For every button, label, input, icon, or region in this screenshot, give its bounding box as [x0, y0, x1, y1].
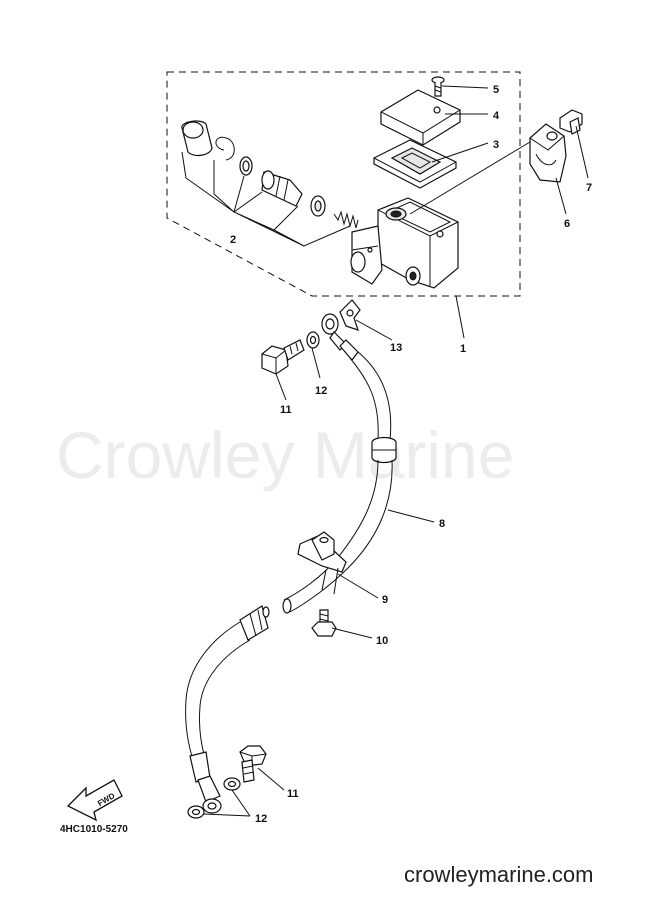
callout-3: 3: [493, 139, 499, 151]
part-11-banjo-bolt-lower[interactable]: [239, 745, 267, 783]
callout-10: 10: [376, 635, 388, 647]
callout-13: 13: [390, 342, 402, 354]
callout-9: 9: [382, 594, 388, 606]
callout-11-lower: 11: [287, 788, 299, 800]
part-13-clip[interactable]: [339, 299, 361, 331]
assembly-boundary: [166, 71, 521, 297]
part-3-diaphragm[interactable]: [373, 139, 457, 189]
callout-4: 4: [493, 110, 500, 122]
part-2-piston-kit[interactable]: [181, 120, 359, 247]
callout-6: 6: [564, 218, 570, 230]
part-6-holder[interactable]: [529, 123, 567, 183]
fwd-arrow-icon: FWD: [66, 779, 123, 822]
part-5-screw[interactable]: [431, 76, 445, 97]
website-text: crowleymarine.com: [404, 862, 594, 887]
part-12-washer-lower-2[interactable]: [187, 805, 205, 819]
part-7-bolt[interactable]: [559, 109, 583, 135]
part-code: 4HC1010-5270: [60, 824, 128, 835]
callout-12-lower: 12: [255, 813, 267, 825]
part-12-washer-lower-1[interactable]: [223, 777, 241, 791]
leader-lines: [203, 85, 589, 817]
part-4-reservoir-cap[interactable]: [380, 89, 461, 146]
callout-2: 2: [230, 234, 236, 246]
callout-8: 8: [439, 518, 445, 530]
callout-5: 5: [493, 84, 499, 96]
callout-12-upper: 12: [315, 385, 327, 397]
watermark-text: Crowley Marine: [56, 418, 514, 492]
callout-1: 1: [460, 343, 466, 355]
part-10-bolt[interactable]: [311, 609, 337, 637]
callout-11-upper: 11: [280, 404, 292, 416]
part-12-washer-upper[interactable]: [306, 331, 320, 349]
part-1-master-cylinder[interactable]: [350, 197, 459, 289]
part-11-banjo-bolt-upper[interactable]: [261, 339, 305, 375]
part-9-clamp[interactable]: [297, 531, 347, 595]
callout-7: 7: [586, 182, 592, 194]
part-8-brake-hose[interactable]: [185, 313, 397, 814]
